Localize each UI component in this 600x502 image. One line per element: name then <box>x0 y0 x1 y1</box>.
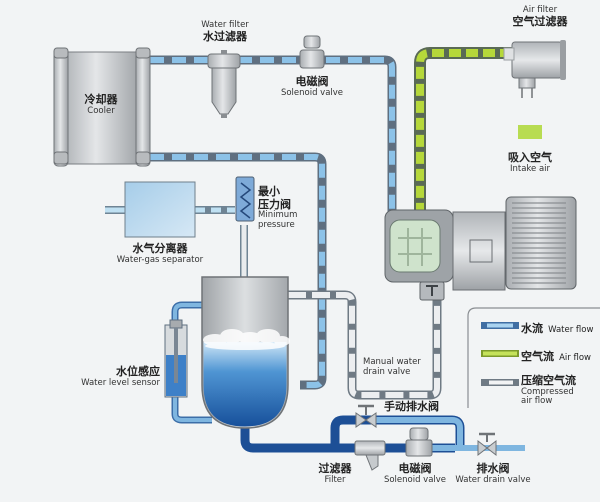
air-intake-pipe <box>414 47 512 212</box>
solenoid-valve-bottom-label: 电磁阀 Solenoid valve <box>375 462 455 485</box>
legend-compressed-en2: air flow <box>521 396 553 407</box>
legend-water-en: Water flow <box>548 325 594 335</box>
air-filter-label: Air filter 空气过滤器 <box>500 5 580 28</box>
water-filter-label-cn: 水过滤器 <box>203 29 247 43</box>
intake-air-swatch <box>518 125 542 139</box>
filter-label: 过滤器 Filter <box>305 462 365 485</box>
water-drain-valve-label-en: Water drain valve <box>455 474 531 485</box>
legend-swatch-water <box>481 322 519 329</box>
min-pressure-label-cn1: 最小 <box>258 185 280 198</box>
solenoid-valve-bottom-label-cn: 电磁阀 <box>398 462 432 475</box>
drain-pipe <box>240 415 525 453</box>
legend-air-cn: 空气流 <box>521 350 554 363</box>
cooler-label-cn: 冷却器 <box>84 93 118 106</box>
oil-water-tank <box>201 276 290 429</box>
air-filter-label-en: Air filter <box>522 5 558 15</box>
solenoid-valve-bottom <box>405 427 433 457</box>
water-drain-valve <box>477 432 497 457</box>
min-pressure-label-cn2: 压力阀 <box>258 197 291 211</box>
water-level-sensor-label-en: Water level sensor <box>81 377 160 388</box>
manual-drain-en-label: Manual water drain valve <box>363 357 421 378</box>
legend-item-water: 水流 Water flow <box>521 318 593 336</box>
solenoid-valve-top-label: 电磁阀 Solenoid valve <box>272 75 352 98</box>
legend-box <box>467 307 600 408</box>
separator-label-en: Water-gas separator <box>116 254 204 265</box>
air-filter <box>503 40 566 98</box>
water-drain-valve-label: 排水阀 Water drain valve <box>448 462 538 485</box>
intake-air-label-en: Intake air <box>509 163 551 174</box>
legend-item-air: 空气流 Air flow <box>521 346 591 364</box>
filter-label-cn: 过滤器 <box>318 462 352 475</box>
water-filter <box>207 50 241 118</box>
motor <box>452 196 577 291</box>
manual-drain-label-en2: drain valve <box>363 366 411 377</box>
water-pipe-top <box>150 55 397 222</box>
manual-drain-label-en1: Manual water <box>363 357 421 367</box>
water-gas-separator <box>124 181 196 238</box>
water-drain-valve-label-cn: 排水阀 <box>476 462 510 475</box>
intake-air-label-cn: 吸入空气 <box>508 151 552 164</box>
y-strainer-filter <box>354 440 386 471</box>
min-pressure-label: 最小 压力阀 Minimum pressure <box>258 185 298 231</box>
solenoid-valve-top <box>299 35 325 69</box>
legend-air-en: Air flow <box>559 353 591 363</box>
cooler <box>53 47 151 167</box>
compressed-air-pipe <box>288 290 442 400</box>
cooler-label-en: Cooler <box>87 105 115 116</box>
legend-swatch-air <box>481 350 519 357</box>
water-pipe-return <box>150 152 327 390</box>
legend-compressed-cn: 压缩空气流 <box>521 374 576 387</box>
manual-drain-cn-label: 手动排水阀 <box>384 400 439 414</box>
air-end-compressor <box>384 209 454 301</box>
min-pressure-label-en1: Minimum <box>258 210 298 221</box>
sensor-pipes <box>171 301 212 424</box>
legend-swatch-compressed <box>481 379 519 386</box>
separator-label: 水气分离器 Water-gas separator <box>100 242 220 265</box>
manual-drain-label-cn: 手动排水阀 <box>384 400 439 413</box>
intake-air-label: 吸入空气 Intake air <box>495 151 565 174</box>
water-level-sensor-label-cn: 水位感应 <box>116 365 160 378</box>
solenoid-valve-top-label-en: Solenoid valve <box>280 87 344 98</box>
legend-item-compressed: 压缩空气流 Compressed air flow <box>521 374 576 407</box>
water-filter-label-en: Water filter <box>201 20 249 30</box>
min-pressure-label-en2: pressure <box>258 220 295 231</box>
water-level-sensor <box>164 319 188 398</box>
water-level-sensor-label: 水位感应 Water level sensor <box>60 365 160 388</box>
manual-drain-valve <box>355 404 377 428</box>
air-filter-label-cn: 空气过滤器 <box>512 14 568 28</box>
minimum-pressure-valve <box>235 176 255 222</box>
cooler-label: 冷却器 Cooler <box>66 93 136 116</box>
filter-label-en: Filter <box>324 474 346 485</box>
separator-label-cn: 水气分离器 <box>132 242 188 255</box>
legend-water-cn: 水流 <box>521 322 543 335</box>
legend-compressed-en1: Compressed <box>521 386 574 397</box>
solenoid-valve-bottom-label-en: Solenoid valve <box>383 474 447 485</box>
water-filter-label: Water filter 水过滤器 <box>190 20 260 43</box>
solenoid-valve-top-label-cn: 电磁阀 <box>295 75 329 88</box>
